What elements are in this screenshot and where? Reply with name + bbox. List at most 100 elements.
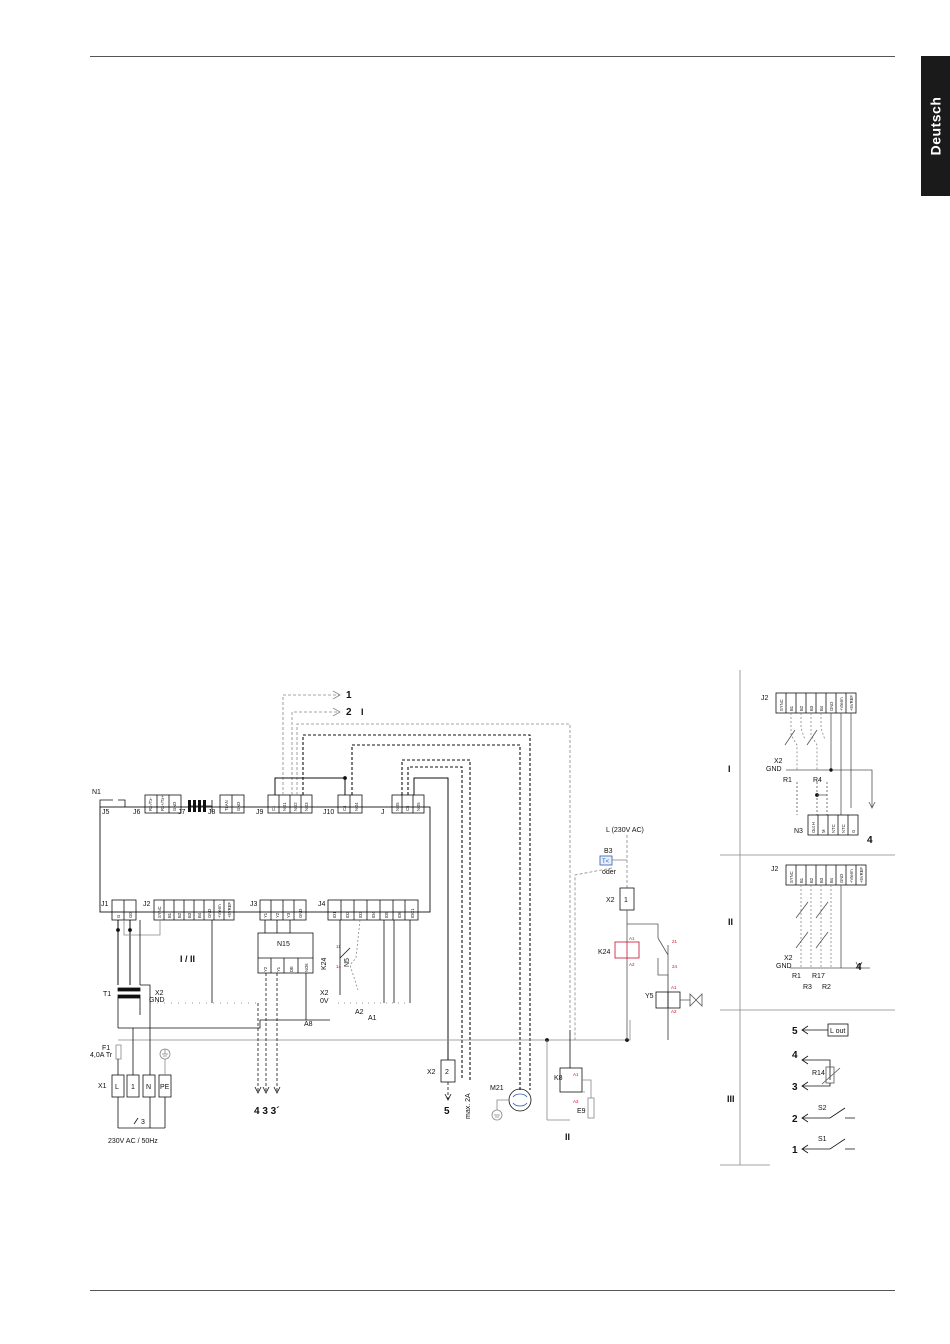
contact-21: 21 <box>672 939 678 944</box>
panel-i-pin-0: SYNC <box>779 699 784 711</box>
pin-j3-1: Y2 <box>275 912 280 918</box>
pin-j2-6: +Vterm <box>217 904 222 918</box>
panel-i-pin-3: B3 <box>809 705 814 711</box>
pin-j2-1: B1 <box>167 912 172 918</box>
contact-14: 14 <box>336 964 342 969</box>
pin-j1-1: G0 <box>128 912 133 918</box>
contact-11: 11 <box>336 944 341 949</box>
k8-a1: A1 <box>573 1072 579 1077</box>
panel-iii-5: 5 <box>792 1026 798 1037</box>
relay-section: L (230V AC) B3 T< oder 1 X2 K24 A1 A2 21… <box>574 827 703 1040</box>
panel-ii: II J2 SYNC B1 B2 B3 B4 GND +Vterm +5VREF… <box>728 864 870 991</box>
label-j11: J <box>381 809 385 816</box>
pin-j10-0: C4 <box>342 805 347 811</box>
panel-ii-j2: J2 <box>771 866 779 873</box>
bottom-rule <box>90 1290 895 1291</box>
panel-ii-pin-2: B2 <box>809 877 814 883</box>
right-panels: I J2 SYNC B1 B2 B3 B4 GND +Vterm +5VREF … <box>720 670 895 1166</box>
pin-j8-0: TLAN <box>224 800 229 811</box>
pin-j4-0: ID1 <box>332 911 337 918</box>
label-t1: T1 <box>103 991 111 998</box>
panel-i-ref4: 4 <box>867 835 873 846</box>
pin-j2-0: SYNC <box>157 906 162 918</box>
panel-iii-lout: L out <box>830 1028 845 1035</box>
label-j2: J2 <box>143 901 151 908</box>
label-j5: J5 <box>102 809 110 816</box>
pin-j9-3: NO3 <box>304 802 309 811</box>
k24-a2: A2 <box>629 962 635 967</box>
label-f1-1: F1 <box>102 1045 110 1052</box>
label-supply-3: 3 <box>141 1119 145 1126</box>
ref-2: 2 <box>346 707 352 718</box>
label-j9: J9 <box>256 809 264 816</box>
panel-i-j2: J2 <box>761 695 769 702</box>
pin-j4-5: ID6 <box>397 911 402 918</box>
label-x2-0v-1: X2 <box>320 990 329 997</box>
y5-a2: A2 <box>671 1009 677 1014</box>
label-bottom-433: 4 3 3´ <box>254 1106 280 1117</box>
label-n15: N15 <box>277 941 290 948</box>
pin-n15-1: Y1 <box>276 966 281 972</box>
panel-iii-1: 1 <box>792 1145 798 1156</box>
panel-iii: III 5 L out 4 R14 3 S2 2 S1 1 <box>727 1023 855 1156</box>
label-j3: J3 <box>250 901 258 908</box>
panel-ii-pin-4: B4 <box>829 877 834 883</box>
pin-j2-3: B3 <box>187 912 192 918</box>
x1-terminal-pe: PE <box>160 1084 170 1091</box>
pin-j9-2: NO2 <box>293 802 298 811</box>
panel-ii-roman: II <box>728 917 733 927</box>
label-x2-gnd-1: X2 <box>155 990 164 997</box>
panel-iii-roman: III <box>727 1094 735 1104</box>
label-x2-lower: X2 <box>427 1069 436 1076</box>
label-x1: X1 <box>98 1083 107 1090</box>
panel-i-pin-7: +5VREF <box>849 695 854 711</box>
pin-j4-4: ID5 <box>384 911 389 918</box>
panel-ii-gnd: GND <box>776 963 792 970</box>
label-l230: L (230V AC) <box>606 827 644 834</box>
panel-i-pin-1: B1 <box>789 705 794 711</box>
panel-ii-r1: R1 <box>792 973 801 980</box>
label-k8: K8 <box>554 1075 563 1082</box>
x1-terminal-l: L <box>115 1084 119 1091</box>
panel-ii-r3: R3 <box>803 984 812 991</box>
panel-i-roman: I <box>728 764 731 774</box>
label-y5: Y5 <box>645 993 654 1000</box>
label-bottom-5: 5 <box>444 1106 450 1117</box>
label-k24: K24 <box>321 957 328 970</box>
b3-symbol: T< <box>602 859 610 865</box>
pin-j2-2: B2 <box>177 912 182 918</box>
pin-j11-0: NO5 <box>395 802 400 811</box>
pin-j11-2: NO5 <box>416 802 421 811</box>
panel-iii-4: 4 <box>792 1050 798 1061</box>
panel-i-gnd: GND <box>766 766 782 773</box>
x2-box-2: 2 <box>445 1069 449 1076</box>
pin-j4-2: ID3 <box>358 911 363 918</box>
panel-ii-pin-6: +Vterm <box>849 869 854 883</box>
ref-i: I <box>361 707 364 717</box>
pin-j4-1: ID2 <box>345 911 350 918</box>
label-a1: A1 <box>368 1015 377 1022</box>
panel-i: I J2 SYNC B1 B2 B3 B4 GND +Vterm +5VREF … <box>728 692 876 846</box>
panel-i-pin-5: GND <box>829 702 834 711</box>
panel-i-pin-2: B2 <box>799 705 804 711</box>
pin-j1-0: G <box>116 915 121 918</box>
panel-iii-r14: R14 <box>812 1070 825 1077</box>
pin-j2-4: B4 <box>197 912 202 918</box>
label-oder: oder <box>602 869 617 876</box>
panel-ii-pin-7: +5VREF <box>859 867 864 883</box>
pin-j3-0: Y1 <box>263 912 268 918</box>
label-a8: A8 <box>304 1021 313 1028</box>
panel-i-n3-pin-4: G <box>851 830 856 833</box>
panel-i-pin-6: +Vterm <box>839 697 844 711</box>
panel-ii-pin-1: B1 <box>799 877 804 883</box>
label-j7: J7 <box>178 809 186 816</box>
pin-j9-0: C1 <box>271 805 276 811</box>
x1-terminal-n: N <box>146 1084 151 1091</box>
label-i-ii: I / II <box>180 954 195 964</box>
pin-j6-2: GND <box>172 802 177 811</box>
panel-iii-2: 2 <box>792 1114 798 1125</box>
label-k24-relay: K24 <box>598 949 611 956</box>
n15-module: N15 Y2 Y1 DE NO6 4 3 3´ K24 N5 11 14 I /… <box>180 919 411 1117</box>
panel-i-r1: R1 <box>783 777 792 784</box>
label-x2-relay: X2 <box>606 897 615 904</box>
